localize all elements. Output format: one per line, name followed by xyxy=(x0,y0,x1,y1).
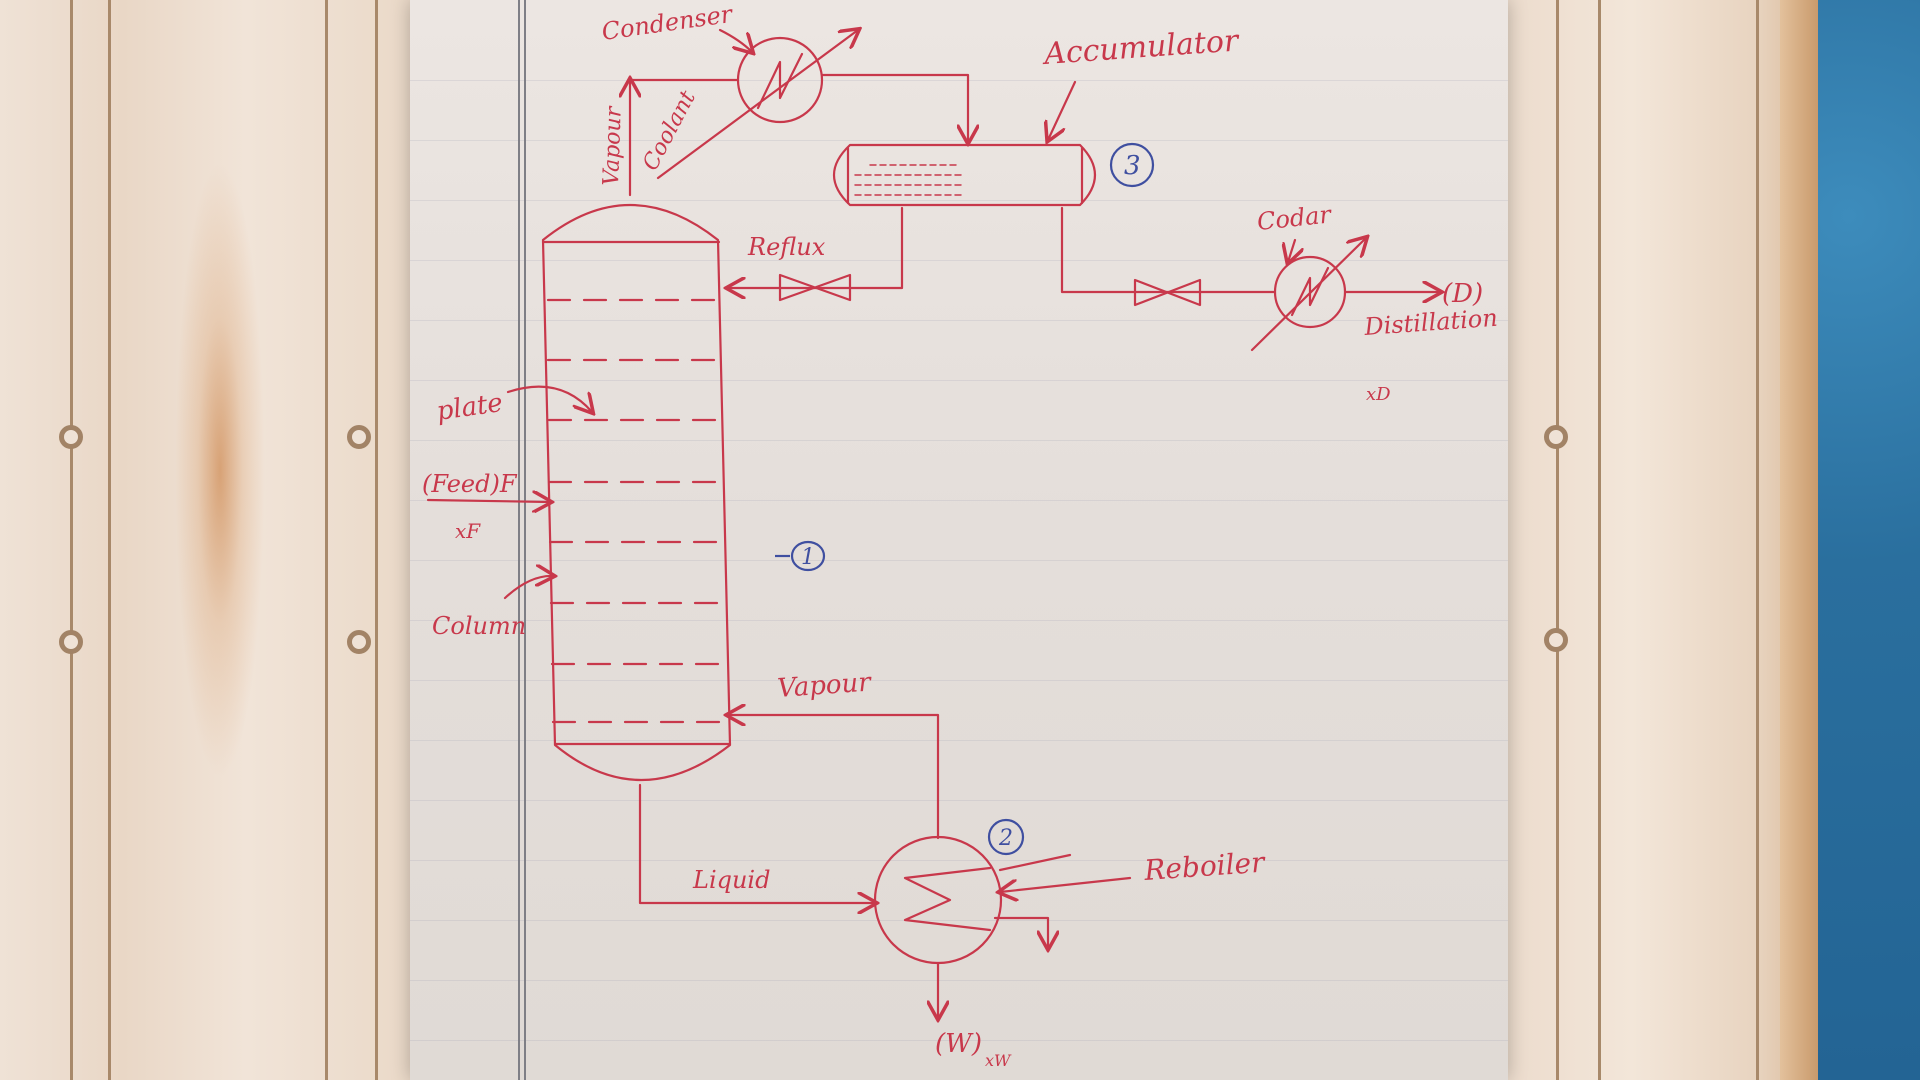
label-column: Column xyxy=(432,612,526,640)
label-plate: plate xyxy=(435,388,505,427)
margin-line xyxy=(518,0,520,1080)
cooler-pointer xyxy=(1288,238,1295,262)
label-coolant: Coolant xyxy=(638,87,701,175)
label-reboiler: Reboiler xyxy=(1142,846,1267,887)
label-reflux: Reflux xyxy=(747,233,826,261)
accumulator-pointer xyxy=(1048,80,1077,140)
distillate-line xyxy=(1060,206,1277,294)
margin-line xyxy=(524,0,526,1080)
marker-column: 1 xyxy=(801,545,815,570)
knob-icon xyxy=(59,630,83,654)
column-plates xyxy=(546,298,730,724)
distillate-valve-icon xyxy=(1133,278,1202,307)
reboiler-icon xyxy=(873,835,1003,965)
reboiler-pointer xyxy=(1000,876,1132,892)
marker-accumulator-circle xyxy=(1109,142,1155,188)
marker-reboiler: 2 xyxy=(998,826,1013,851)
left-rail xyxy=(70,0,73,1080)
label-distillation: Distillation xyxy=(1362,304,1498,341)
condenser-pointer xyxy=(718,28,752,52)
plate-pointer xyxy=(506,385,592,412)
label-feed: (Feed)F xyxy=(422,470,518,498)
label-bottoms: (W) xyxy=(935,1029,982,1059)
label-xf: xF xyxy=(455,519,481,543)
condensate-line xyxy=(820,73,968,142)
label-liquid: Liquid xyxy=(692,866,770,894)
label-vapour-top: Vapour xyxy=(599,105,627,186)
right-rail xyxy=(1598,0,1601,1080)
marker-column-circle xyxy=(790,540,826,572)
column-pointer xyxy=(503,576,553,600)
label-distillate-d: (D) xyxy=(1442,279,1483,309)
coolant-line xyxy=(656,30,858,180)
notebook-page xyxy=(410,0,1508,1080)
label-cooler: Codar xyxy=(1256,200,1334,236)
feed-arrow xyxy=(426,500,550,502)
condensate-out-line xyxy=(993,916,1048,948)
reflux-valve-icon xyxy=(778,273,852,302)
water-texture xyxy=(1818,0,1920,1080)
right-wood-panel xyxy=(1508,0,1818,1080)
accumulator-liquid xyxy=(854,164,966,196)
label-accumulator: Accumulator xyxy=(1040,23,1241,72)
label-condenser: Condenser xyxy=(600,0,735,46)
marker-reboiler-circle xyxy=(987,818,1025,856)
condenser-coil xyxy=(756,52,804,110)
burn-mark xyxy=(175,160,265,780)
column-shell xyxy=(541,204,732,781)
left-rail xyxy=(108,0,111,1080)
knob-icon xyxy=(59,425,83,449)
accumulator-drum xyxy=(833,143,1096,207)
left-wood-panel xyxy=(0,0,410,1080)
cooler-coolant-line xyxy=(1250,238,1366,352)
label-vapour-bottom: Vapour xyxy=(776,667,873,704)
left-rail xyxy=(375,0,378,1080)
condenser-icon xyxy=(736,36,824,124)
knob-icon xyxy=(1544,425,1568,449)
knob-icon xyxy=(347,425,371,449)
label-xw: xW xyxy=(985,1051,1012,1070)
liquid-line xyxy=(638,783,875,903)
left-rail xyxy=(325,0,328,1080)
knob-icon xyxy=(347,630,371,654)
knob-icon xyxy=(1544,628,1568,652)
right-rail xyxy=(1756,0,1759,1080)
reboiler-element xyxy=(903,866,992,932)
vapour-bottom-line xyxy=(728,715,940,840)
marker-accumulator: 3 xyxy=(1124,151,1141,181)
right-rail xyxy=(1556,0,1559,1080)
reflux-line xyxy=(728,206,904,288)
wood-edge xyxy=(1780,0,1818,1080)
steam-in-line xyxy=(998,853,1072,872)
label-xd: xD xyxy=(1366,384,1391,405)
